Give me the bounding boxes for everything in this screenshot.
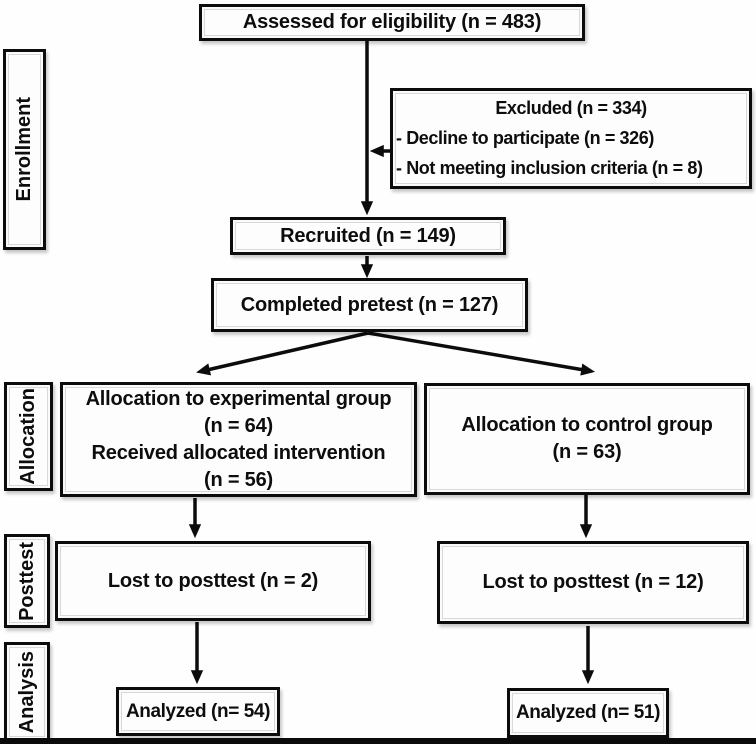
control-allocation-line1: Allocation to control group	[461, 414, 713, 436]
stage-label-posttest: Posttest	[4, 534, 50, 628]
box-recruited: Recruited (n = 149)	[230, 217, 506, 255]
control-lost-posttest-text: Lost to posttest (n = 12)	[482, 571, 704, 593]
experimental-allocation-line2: (n = 64)	[204, 414, 273, 437]
stage-label-allocation-text: Allocation	[17, 388, 39, 485]
assessed-eligibility-text: Assessed for eligibility (n = 483)	[242, 11, 542, 33]
stage-label-enrollment-text: Enrollment	[13, 97, 35, 202]
box-experimental-analyzed: Analyzed (n= 54)	[116, 687, 280, 736]
stage-label-analysis-text: Analysis	[15, 650, 38, 734]
recruited-text: Recruited (n = 149)	[280, 224, 456, 247]
box-control-lost-posttest: Lost to posttest (n = 12)	[437, 541, 749, 624]
box-completed-pretest: Completed pretest (n = 127)	[211, 278, 528, 332]
box-experimental-allocation: Allocation to experimental group (n = 64…	[60, 382, 417, 497]
stage-label-posttest-text: Posttest	[15, 541, 38, 621]
arrow-pretest-to-experimental	[196, 331, 369, 376]
experimental-lost-posttest-text: Lost to posttest (n = 2)	[107, 569, 319, 592]
box-excluded: Excluded (n = 334) - Decline to particip…	[390, 88, 752, 189]
experimental-allocation-line1: Allocation to experimental group	[85, 387, 392, 410]
experimental-allocation-line4: (n = 56)	[204, 468, 273, 491]
figure-bottom-border	[0, 738, 756, 744]
box-assessed-eligibility: Assessed for eligibility (n = 483)	[199, 4, 585, 41]
excluded-title: Excluded (n = 334)	[495, 98, 647, 118]
arrow-pretest-to-control	[367, 331, 596, 376]
excluded-reason-decline: - Decline to participate (n = 326)	[396, 128, 654, 148]
experimental-allocation-line3: Received allocated intervention	[91, 441, 386, 464]
box-control-allocation: Allocation to control group (n = 63)	[424, 383, 750, 495]
excluded-reason-criteria: - Not meeting inclusion criteria (n = 8)	[396, 158, 703, 178]
completed-pretest-text: Completed pretest (n = 127)	[240, 293, 499, 316]
stage-label-allocation: Allocation	[4, 382, 53, 491]
experimental-analyzed-text: Analyzed (n= 54)	[125, 700, 271, 722]
box-control-analyzed: Analyzed (n= 51)	[507, 688, 669, 738]
control-analyzed-text: Analyzed (n= 51)	[515, 702, 661, 724]
stage-label-enrollment: Enrollment	[3, 49, 46, 250]
stage-label-analysis: Analysis	[4, 642, 50, 742]
box-experimental-lost-posttest: Lost to posttest (n = 2)	[55, 541, 371, 621]
control-allocation-line2: (n = 63)	[552, 441, 622, 463]
